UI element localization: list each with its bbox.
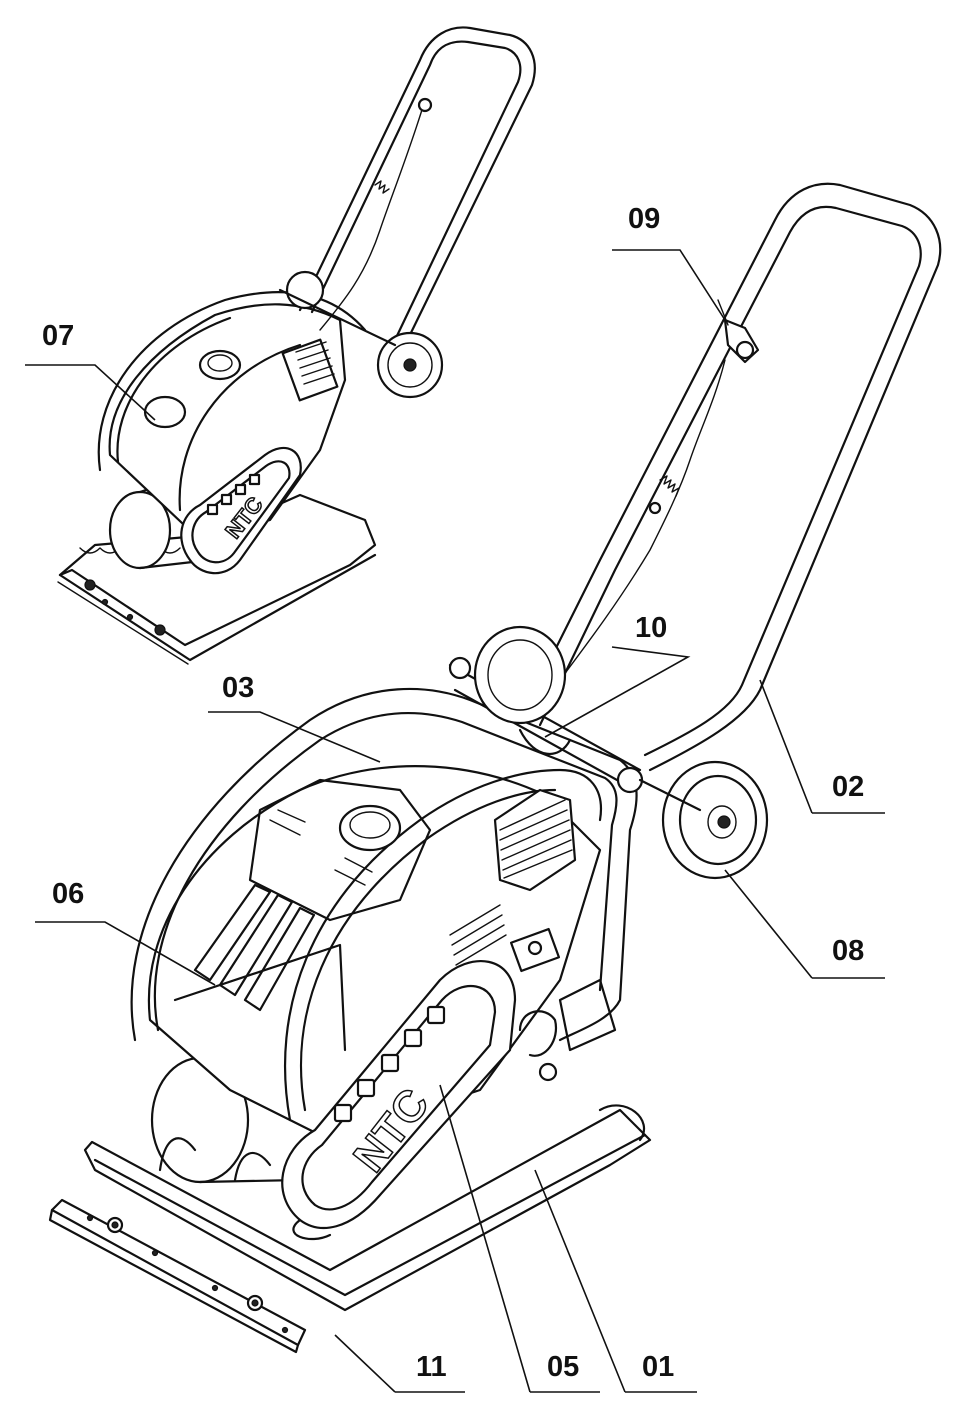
callout-02: 02	[832, 771, 864, 803]
transport-wheel	[661, 760, 769, 880]
roll-cage	[130, 687, 638, 1042]
callout-07: 07	[42, 320, 74, 352]
main-handle	[518, 182, 942, 772]
main-compactor: NTC	[48, 182, 942, 1354]
front-bolt-bar	[50, 1198, 307, 1347]
callout-10: 10	[635, 612, 667, 644]
base-plate	[83, 1108, 652, 1312]
callout-06: 06	[52, 878, 84, 910]
callout-labels: 09 07 10 03 02 06 08 11 05 01	[42, 203, 864, 1383]
belt-guard	[281, 959, 517, 1230]
inset-compactor: NTC	[57, 26, 536, 665]
callout-09: 09	[628, 203, 660, 235]
leader-lines	[25, 249, 885, 1393]
callout-08: 08	[832, 935, 864, 967]
inset-handle	[298, 26, 536, 347]
callout-01: 01	[642, 1351, 674, 1383]
inset-belt-guard	[180, 446, 302, 575]
callout-03: 03	[222, 672, 254, 704]
callout-05: 05	[547, 1351, 579, 1383]
callout-11: 11	[416, 1351, 447, 1383]
